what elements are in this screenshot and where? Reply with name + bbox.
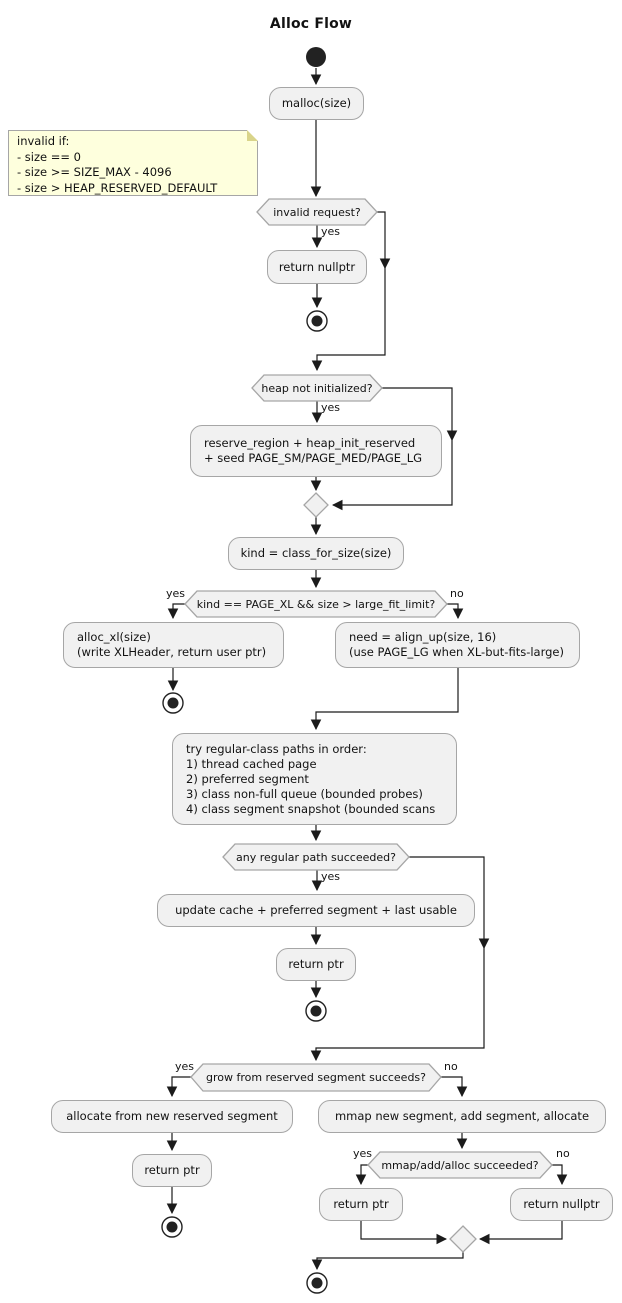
activity-malloc: malloc(size) [269, 87, 364, 120]
activity-update-cache: update cache + preferred segment + last … [157, 894, 475, 927]
end-node-final [306, 1272, 328, 1294]
branch-label-yes: yes [174, 1060, 194, 1073]
merge-diamond-init [303, 492, 329, 518]
branch-label-yes: yes [321, 870, 341, 883]
end-node-xl [162, 692, 184, 714]
note-line: - size >= SIZE_MAX - 4096 [17, 165, 172, 179]
activity-init-heap: reserve_region + heap_init_reserved + se… [190, 425, 442, 477]
branch-label-no: no [450, 587, 464, 600]
start-node [306, 47, 326, 67]
branch-label-yes: yes [321, 225, 341, 238]
branch-label-yes: yes [352, 1147, 372, 1160]
activity-return-ptr-reserved: return ptr [132, 1154, 212, 1187]
decision-any-regular-shape [222, 843, 410, 871]
merge-diamond-mmap [449, 1225, 477, 1253]
decision-grow-reserved-label: grow from reserved segment succeeds? [205, 1071, 427, 1084]
decision-heap-not-initialized-shape [251, 374, 383, 402]
decision-grow-reserved-shape [190, 1063, 442, 1092]
note-line: - size == 0 [17, 149, 82, 164]
activity-align-up: need = align_up(size, 16) (use PAGE_LG w… [335, 622, 580, 668]
decision-any-regular-label: any regular path succeeded? [236, 850, 396, 864]
diagram-title: Alloc Flow [269, 16, 353, 32]
activity-try-regular-paths: try regular-class paths in order: 1) thr… [172, 733, 457, 825]
end-nodes [161, 310, 328, 1294]
branch-label-yes: yes [321, 401, 341, 414]
activity-return-ptr-mmap: return ptr [319, 1188, 403, 1221]
note-line: invalid if: [17, 134, 70, 148]
activity-return-ptr-regular: return ptr [276, 948, 356, 981]
activity-alloc-xl: alloc_xl(size) (write XLHeader, return u… [63, 622, 284, 668]
decision-invalid-request-shape [256, 198, 378, 226]
note-line: - size > HEAP_RESERVED_DEFAULT [17, 180, 218, 195]
decision-kind-xl-shape [184, 590, 448, 618]
branch-label-yes: yes [165, 587, 185, 600]
end-node-invalid [306, 310, 328, 332]
activity-mmap-new-segment: mmap new segment, add segment, allocate [318, 1100, 606, 1133]
activity-return-nullptr-mmap: return nullptr [510, 1188, 613, 1221]
connectors [166, 68, 568, 1271]
activity-class-for-size: kind = class_for_size(size) [228, 537, 404, 570]
end-node-regular [305, 1000, 327, 1022]
branch-label-no: no [444, 1060, 458, 1073]
decision-kind-xl-label: kind == PAGE_XL && size > large_fit_limi… [196, 597, 436, 611]
branch-label-no: no [556, 1147, 570, 1160]
activity-alloc-from-reserved: allocate from new reserved segment [51, 1100, 293, 1133]
end-node-reserved [161, 1216, 183, 1238]
decision-mmap-ok-shape [367, 1151, 553, 1179]
activity-return-nullptr-invalid: return nullptr [267, 250, 367, 284]
note-invalid-conditions: invalid if: - size == 0 - size >= SIZE_M… [8, 130, 258, 196]
decision-mmap-ok-label: mmap/add/alloc succeeded? [381, 1158, 539, 1172]
decision-invalid-request-label: invalid request? [273, 205, 361, 219]
decision-heap-not-initialized-label: heap not initialized? [261, 381, 373, 395]
